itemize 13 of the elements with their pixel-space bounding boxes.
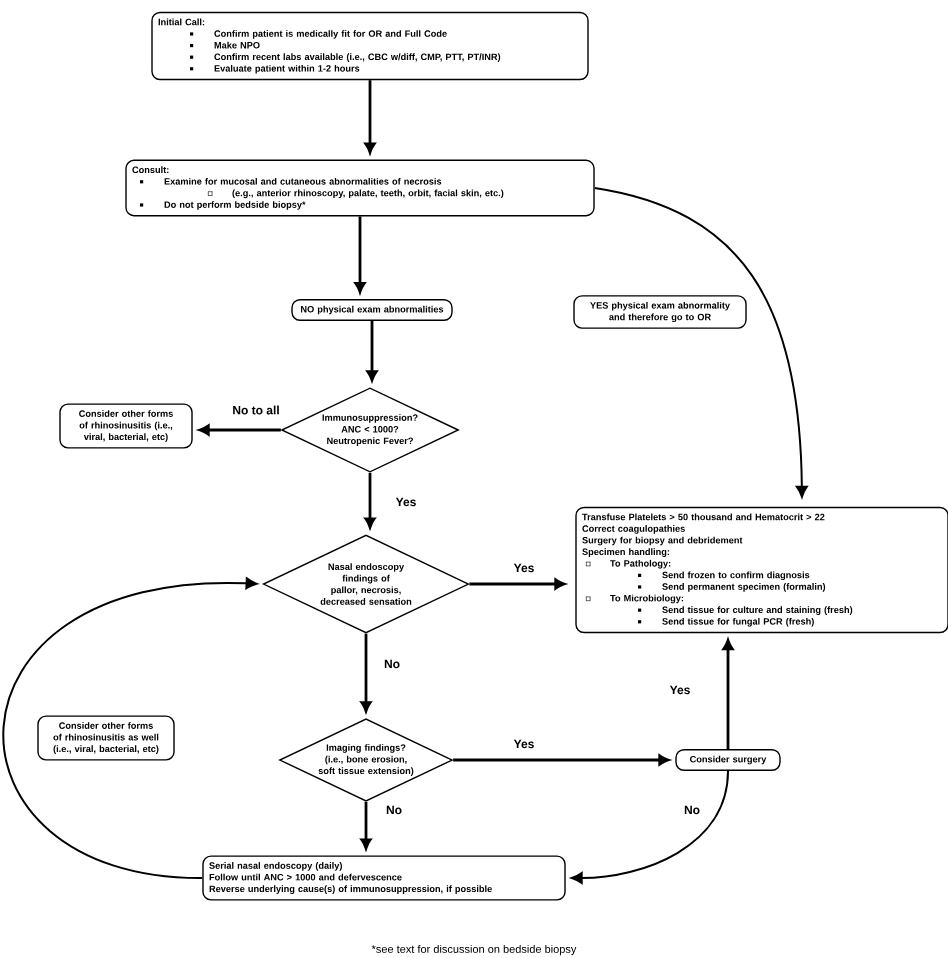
arrow — [360, 633, 372, 713]
arrow — [570, 770, 729, 884]
arrow — [364, 80, 376, 154]
arrow — [593, 187, 808, 498]
arrow — [469, 578, 566, 590]
arrow — [364, 472, 376, 529]
arrow — [360, 801, 372, 850]
arrow — [366, 321, 378, 382]
arrow — [198, 424, 281, 436]
arrow — [354, 216, 366, 293]
arrow — [2, 577, 258, 879]
arrow — [722, 639, 734, 749]
arrow — [453, 754, 670, 766]
